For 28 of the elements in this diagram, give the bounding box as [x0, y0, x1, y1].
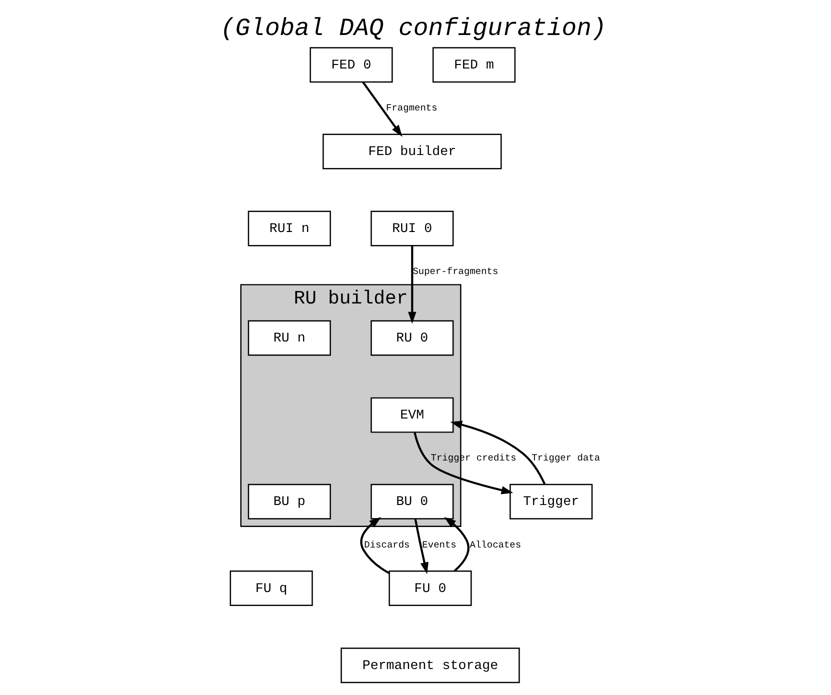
node-box: RUI n: [248, 210, 331, 246]
arrow: [450, 420, 546, 485]
node-box: Permanent storage: [340, 648, 520, 684]
edge-label: Fragments: [386, 102, 438, 114]
node-box: FED 0: [310, 47, 393, 83]
arrow: [414, 432, 514, 494]
edge-label: Trigger data: [532, 452, 600, 464]
arrow: [414, 518, 428, 574]
arrow: [444, 516, 470, 572]
node-box: BU p: [248, 484, 331, 520]
node-box: RU 0: [370, 320, 454, 356]
edge-label: Events: [422, 539, 456, 550]
node-box: BU 0: [370, 484, 454, 520]
arrow: [360, 517, 390, 574]
node-box: Trigger: [510, 484, 593, 520]
node-box: FU q: [230, 570, 313, 606]
node-box: FED builder: [322, 134, 502, 170]
node-box: FU 0: [388, 570, 472, 606]
arrow: [362, 82, 402, 137]
node-box: RUI 0: [370, 210, 454, 246]
edge-label: Allocates: [470, 539, 522, 550]
arrow: [408, 246, 416, 324]
diagram-title: (Global DAQ configuration): [220, 15, 606, 44]
edge-label: Discards: [364, 539, 410, 550]
node-box: RU n: [248, 320, 331, 356]
node-box: FED m: [432, 47, 516, 83]
node-box: EVM: [370, 397, 454, 433]
edge-label: Super-fragments: [412, 266, 498, 278]
